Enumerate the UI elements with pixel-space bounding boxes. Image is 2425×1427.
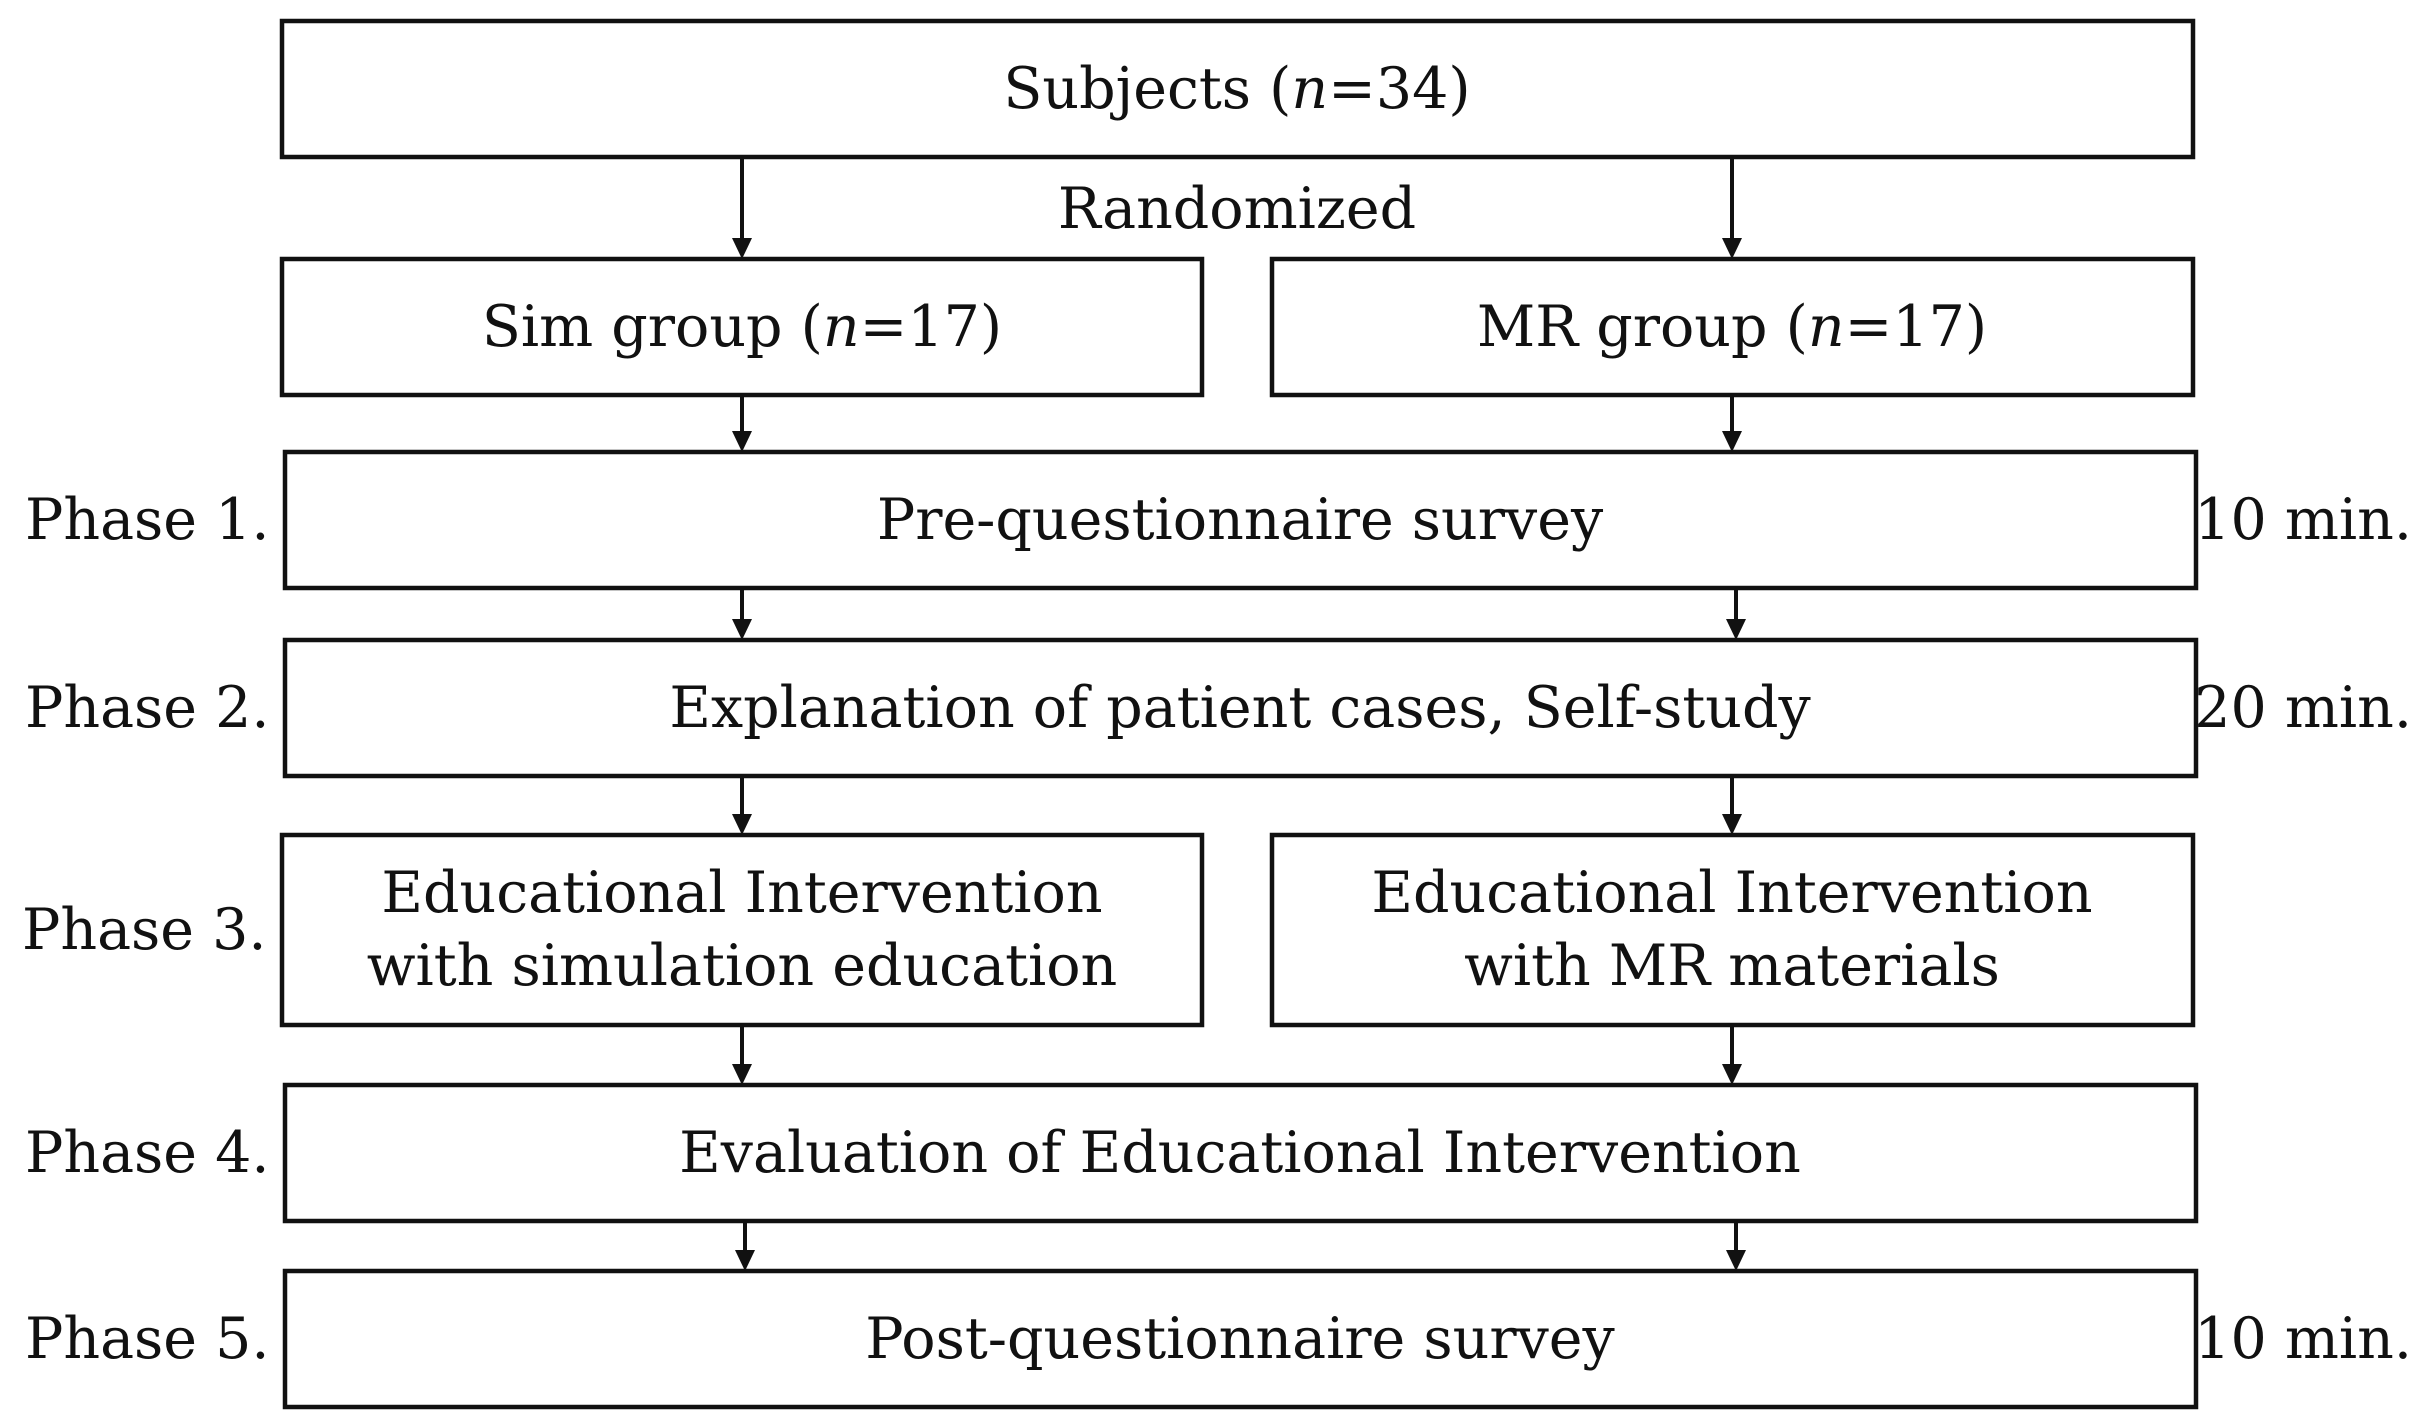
post-questionnaire-label: Post-questionnaire survey <box>865 1306 1615 1372</box>
phase-2-duration: 20 min. <box>2194 675 2412 741</box>
evaluation-box: Evaluation of Educational Intervention <box>282 1082 2199 1224</box>
mr-group-box: MR group (n=17) <box>1269 256 2196 398</box>
phase-1-label: Phase 1. <box>25 487 270 553</box>
explanation-label: Explanation of patient cases, Self-study <box>669 675 1811 741</box>
subjects-box: Subjects (n=34) <box>279 18 2196 160</box>
randomized-label: Randomized <box>1058 176 1416 242</box>
arrow-phase2-to-mr-intervention <box>1722 776 1742 835</box>
phase-1-duration: 10 min. <box>2194 487 2412 553</box>
intervention-mr-line1: Educational Intervention <box>1371 860 2092 926</box>
phase-5-label: Phase 5. <box>25 1306 270 1372</box>
sim-group-label: Sim group (n=17) <box>482 294 1002 360</box>
phase-5-duration: 10 min. <box>2194 1306 2412 1372</box>
arrow-subjects-to-mr <box>1722 157 1742 259</box>
intervention-mr-line2: with MR materials <box>1464 933 2000 999</box>
arrow-phase4-to-phase5-left <box>735 1221 755 1271</box>
arrow-phase1-to-phase2-right <box>1726 588 1746 640</box>
phase-4-label: Phase 4. <box>25 1120 270 1186</box>
intervention-sim-box: Educational Intervention with simulation… <box>279 832 1205 1028</box>
arrow-mr-intervention-to-phase4 <box>1722 1025 1742 1085</box>
arrow-subjects-to-sim <box>732 157 752 259</box>
phase-2-label: Phase 2. <box>25 675 270 741</box>
arrow-mr-to-phase1 <box>1722 395 1742 452</box>
intervention-mr-box: Educational Intervention with MR materia… <box>1269 832 2196 1028</box>
arrow-sim-to-phase1 <box>732 395 752 452</box>
arrow-sim-intervention-to-phase4 <box>732 1025 752 1085</box>
arrow-phase4-to-phase5-right <box>1726 1221 1746 1271</box>
intervention-sim-line2: with simulation education <box>367 933 1118 999</box>
subjects-label: Subjects (n=34) <box>1003 56 1470 122</box>
pre-questionnaire-box: Pre-questionnaire survey <box>282 449 2199 591</box>
post-questionnaire-box: Post-questionnaire survey <box>282 1268 2199 1410</box>
intervention-sim-line1: Educational Intervention <box>381 860 1102 926</box>
arrow-phase1-to-phase2-left <box>732 588 752 640</box>
mr-group-label: MR group (n=17) <box>1477 294 1987 360</box>
pre-questionnaire-label: Pre-questionnaire survey <box>877 487 1604 553</box>
explanation-box: Explanation of patient cases, Self-study <box>282 637 2199 779</box>
phase-3-label: Phase 3. <box>22 897 267 963</box>
evaluation-label: Evaluation of Educational Intervention <box>679 1120 1801 1186</box>
sim-group-box: Sim group (n=17) <box>279 256 1205 398</box>
arrow-phase2-to-sim-intervention <box>732 776 752 835</box>
